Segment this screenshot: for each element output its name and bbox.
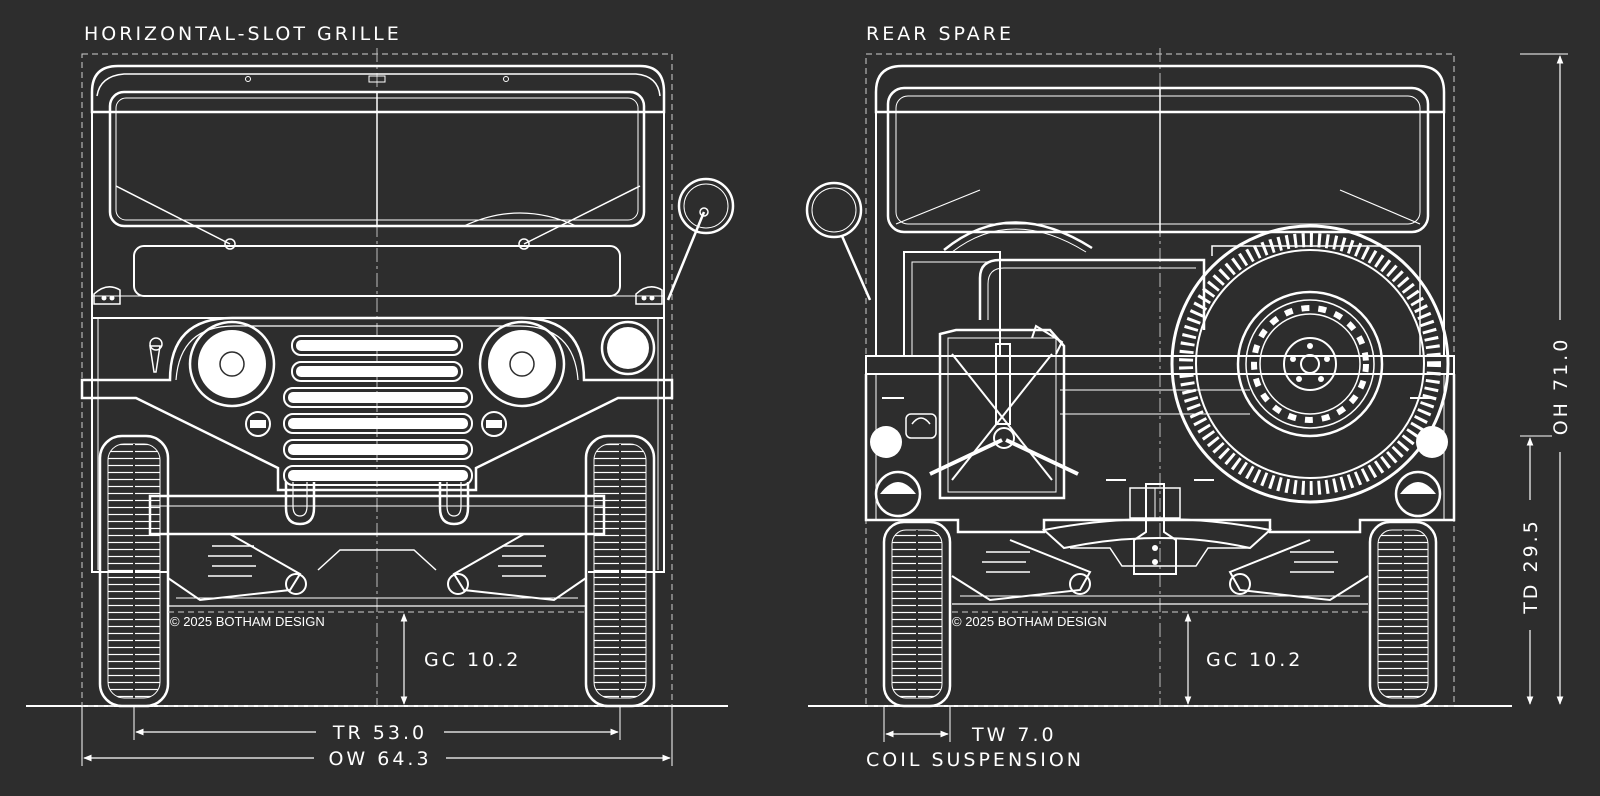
rear-copyright: © 2025 BOTHAM DESIGN xyxy=(952,614,1107,629)
left-tow-hook-icon xyxy=(284,482,316,526)
front-view: © 2025 BOTHAM DESIGN GC 10.2 TR 53.0 OW … xyxy=(80,48,735,770)
spare-tire-icon xyxy=(1170,224,1450,504)
tail-height-dimension: TD 29.5 xyxy=(1520,518,1542,615)
suspension-type-label: COIL SUSPENSION xyxy=(866,749,1084,771)
front-left-wheel-icon xyxy=(98,434,170,708)
front-suspension xyxy=(167,533,587,607)
pintle-hitch-icon xyxy=(1133,483,1177,575)
grille-slots xyxy=(283,335,473,486)
front-track-width: TR 53.0 xyxy=(332,722,427,744)
rear-suspension xyxy=(951,539,1369,605)
front-copyright: © 2025 BOTHAM DESIGN xyxy=(170,614,325,629)
front-view-title: HORIZONTAL-SLOT GRILLE xyxy=(84,23,402,45)
front-mirror-icon xyxy=(677,177,735,235)
rear-view: © 2025 BOTHAM DESIGN GC 10.2 TW 7.0 COIL… xyxy=(805,48,1572,771)
front-ground-clearance: GC 10.2 xyxy=(424,649,521,671)
jerry-can-icon xyxy=(929,324,1079,500)
blackout-light-icon xyxy=(600,320,656,376)
rear-view-title: REAR SPARE xyxy=(866,23,1014,45)
rear-right-wheel-icon xyxy=(1368,520,1438,708)
front-right-wheel-icon xyxy=(584,434,656,708)
front-left-headlight-icon xyxy=(188,320,276,408)
front-right-headlight-icon xyxy=(478,320,566,408)
front-overall-width: OW 64.3 xyxy=(328,748,431,770)
right-tow-hook-icon xyxy=(438,482,470,526)
rear-tire-width: TW 7.0 xyxy=(971,724,1057,746)
overall-height-dimension: OH 71.0 xyxy=(1550,337,1572,436)
rear-left-wheel-icon xyxy=(882,520,952,708)
rear-mirror-icon xyxy=(805,181,863,239)
rear-ground-clearance: GC 10.2 xyxy=(1206,649,1303,671)
front-bumper xyxy=(148,494,606,536)
